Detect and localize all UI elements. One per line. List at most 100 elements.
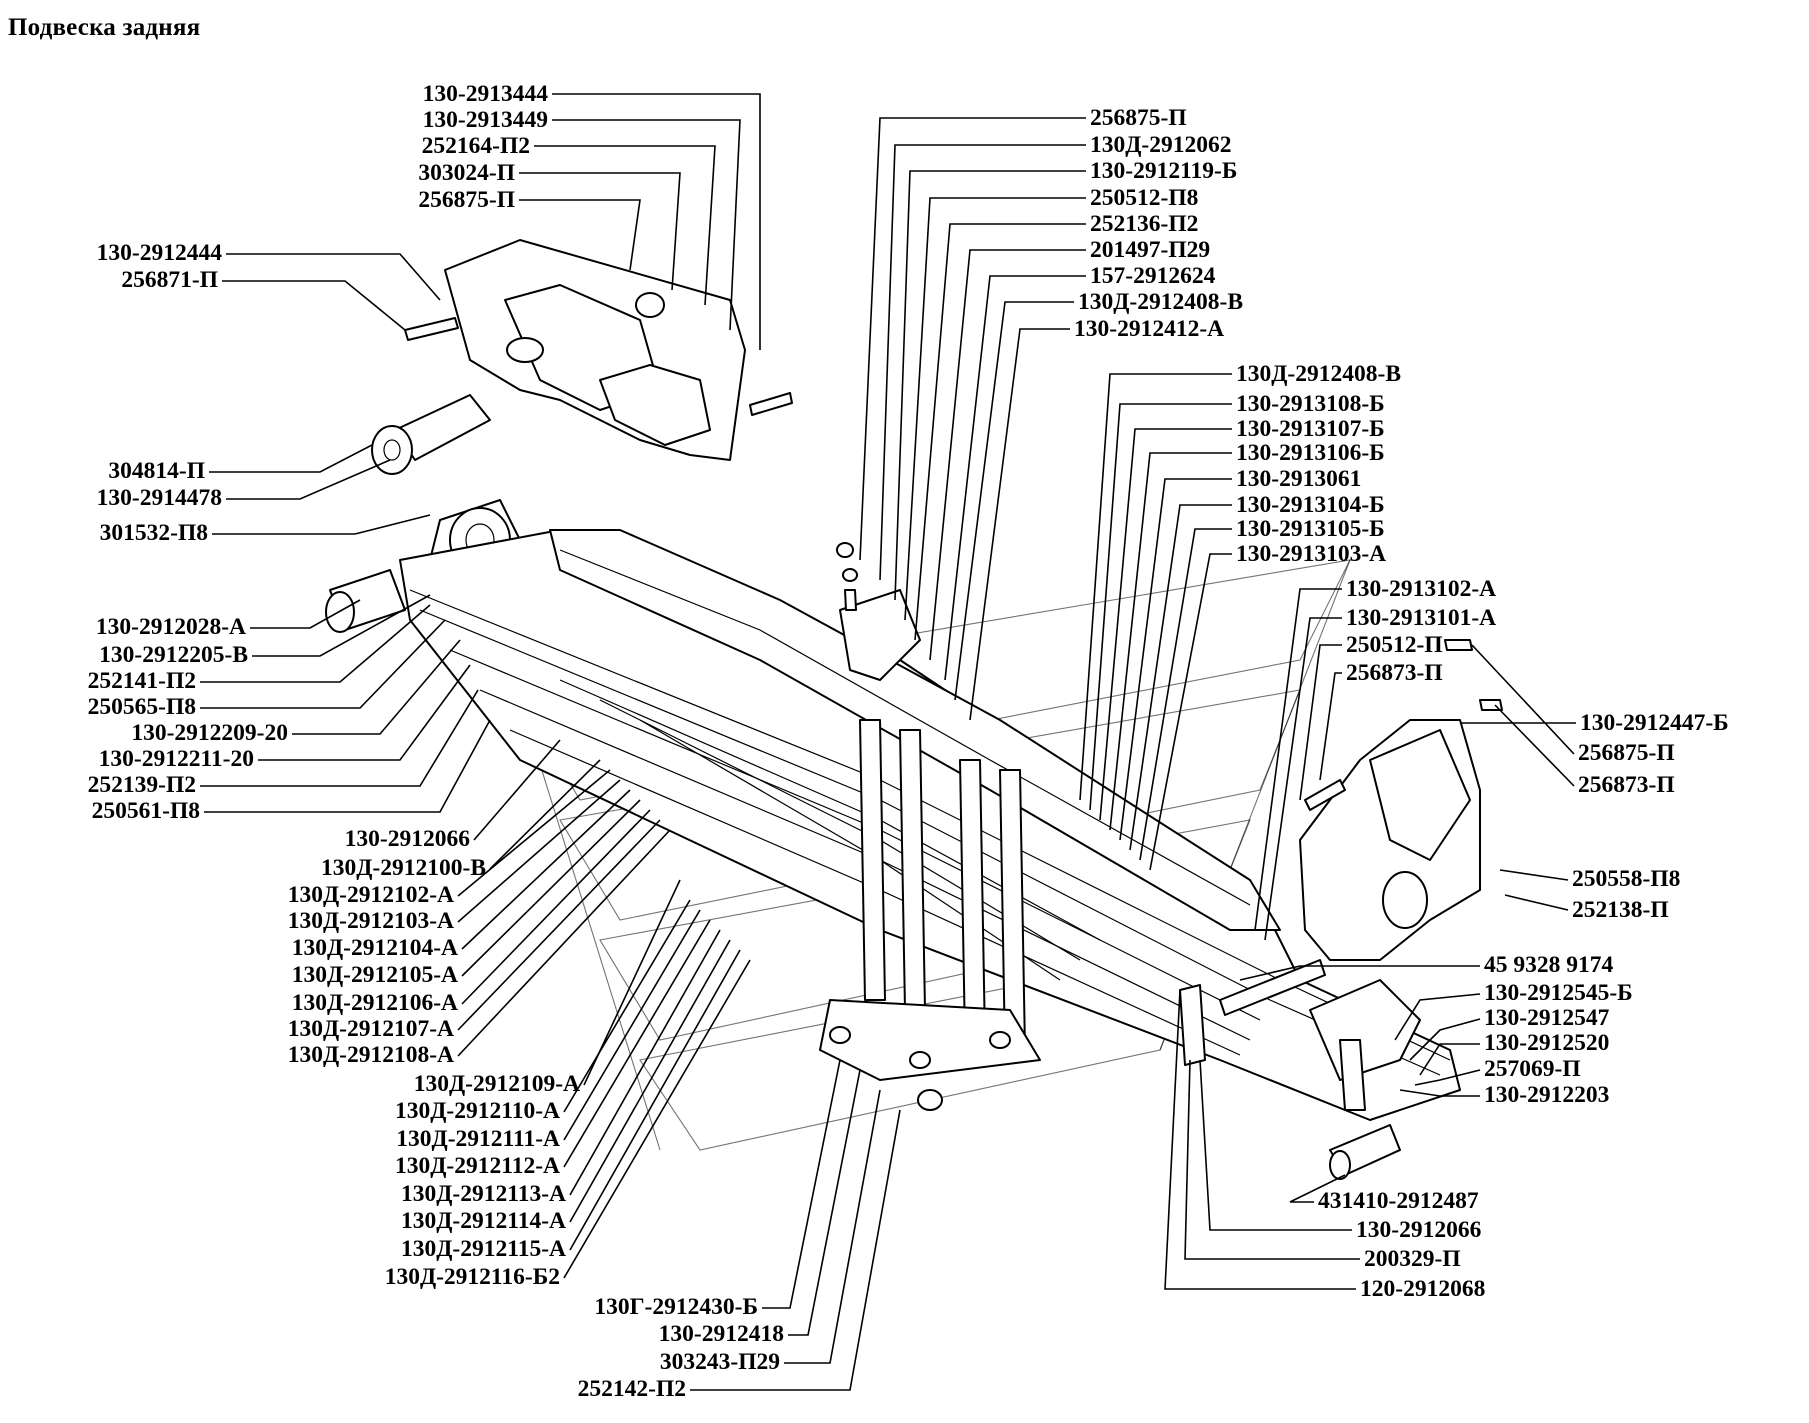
part-number-label: 250565-П8	[88, 694, 196, 720]
leader-line	[212, 514, 431, 535]
leader-line	[1394, 993, 1481, 1041]
leader-line	[1089, 403, 1232, 811]
leader-line	[1471, 644, 1575, 755]
leader-line	[784, 1089, 881, 1364]
part-number-label: 431410-2912487	[1318, 1188, 1479, 1214]
part-number-label: 45 9328 9174	[1484, 952, 1614, 978]
leader-line	[690, 1109, 901, 1391]
part-number-label: 303024-П	[418, 160, 515, 186]
part-number-label: 130-2913449	[423, 107, 548, 133]
part-number-label: 130Д-2912106-А	[292, 990, 458, 1016]
leader-line	[489, 759, 601, 870]
leader-line	[461, 799, 641, 977]
part-number-label: 130-2913102-А	[1346, 576, 1496, 602]
part-number-label: 304814-П	[108, 458, 205, 484]
part-number-label: 130-2913444	[423, 81, 549, 107]
leader-lines	[200, 93, 1576, 1391]
part-number-label: 130Д-2912107-А	[288, 1016, 454, 1042]
part-number-label: 130-2913105-Б	[1236, 516, 1385, 542]
leader-line	[1199, 1059, 1352, 1231]
part-number-label: 252139-П2	[88, 772, 196, 798]
leader-line	[461, 809, 651, 1005]
leader-line	[879, 144, 1086, 581]
leader-line	[929, 249, 1086, 661]
leader-line	[457, 819, 661, 1031]
leader-line	[457, 829, 671, 1057]
part-number-label: 256873-П	[1578, 772, 1675, 798]
rear-shackle	[1179, 959, 1421, 1180]
part-number-label: 130-2913103-А	[1236, 541, 1386, 567]
part-number-label: 130-2912545-Б	[1484, 980, 1633, 1006]
leader-line	[222, 280, 406, 331]
leader-line	[200, 689, 479, 787]
part-number-label: 130Д-2912116-Б2	[385, 1264, 560, 1290]
leader-line	[1139, 528, 1232, 861]
leader-line	[1419, 1043, 1480, 1076]
part-number-label: 252136-П2	[1090, 211, 1198, 237]
u-bolts-and-pad	[819, 719, 1041, 1111]
leader-line	[954, 301, 1074, 701]
leader-line	[563, 959, 751, 1279]
leader-line	[569, 949, 741, 1251]
part-number-label: 130-2913101-А	[1346, 605, 1496, 631]
part-number-label: 130Д-2912104-А	[292, 935, 458, 961]
part-number-label: 130-2912520	[1484, 1030, 1609, 1056]
part-number-label: 130-2912203	[1484, 1082, 1609, 1108]
part-number-label: 130-2913106-Б	[1236, 440, 1385, 466]
leader-line	[204, 719, 491, 813]
leader-line	[461, 789, 631, 950]
part-number-label: 130Д-2912408-В	[1078, 289, 1243, 315]
leader-line	[552, 119, 741, 331]
leader-line	[894, 170, 1086, 601]
leader-line	[226, 459, 391, 500]
part-number-label: 301532-П8	[100, 520, 208, 546]
leader-line	[1119, 478, 1232, 841]
leader-line	[762, 1059, 841, 1309]
leader-line	[200, 619, 446, 709]
part-number-label: 256875-П	[418, 187, 515, 213]
rear-spring-bracket	[1299, 639, 1503, 961]
part-number-label: 130Д-2912109-А	[414, 1071, 580, 1097]
part-number-label: 250512-П8	[1090, 185, 1198, 211]
part-number-label: 256873-П	[1346, 660, 1443, 686]
bump-stop	[836, 542, 921, 681]
leader-line	[1399, 1089, 1480, 1097]
leader-line	[552, 93, 761, 350]
leader-line	[969, 328, 1070, 721]
leader-line	[519, 172, 681, 291]
leader-line	[569, 939, 731, 1223]
part-number-label: 130-2913107-Б	[1236, 416, 1385, 442]
part-number-label: 257069-П	[1484, 1056, 1581, 1082]
leader-line	[563, 909, 701, 1141]
part-number-label: 303243-П29	[660, 1349, 780, 1375]
leader-line	[252, 594, 431, 657]
leader-line	[563, 919, 711, 1168]
leader-line	[1499, 869, 1569, 881]
leader-line	[788, 1069, 861, 1336]
leader-line	[1079, 373, 1232, 801]
part-number-label: 130-2912412-А	[1074, 316, 1224, 342]
leader-line	[1414, 1069, 1481, 1086]
leader-line	[292, 639, 461, 735]
leader-line	[226, 253, 441, 301]
part-number-label: 130Д-2912112-А	[395, 1153, 560, 1179]
callout-labels: 130-2913444130-2913449252164-П2303024-П2…	[88, 81, 1729, 1402]
diagram-title: Подвеска задняя	[8, 14, 201, 41]
part-number-label: 252164-П2	[422, 133, 530, 159]
front-spring-bracket	[371, 239, 793, 475]
leader-line	[1319, 672, 1342, 781]
leader-line	[1254, 588, 1342, 931]
leader-line	[563, 899, 691, 1113]
part-number-label: 130Д-2912100-В	[321, 855, 486, 881]
leader-line	[944, 275, 1086, 681]
part-number-label: 130Д-2912114-А	[401, 1208, 566, 1234]
leader-line	[457, 769, 611, 897]
part-number-label: 130-2912211-20	[99, 746, 254, 772]
part-number-label: 130-2912028-А	[96, 614, 246, 640]
part-number-label: 130-2913061	[1236, 466, 1361, 492]
part-number-label: 120-2912068	[1360, 1276, 1485, 1302]
leader-line	[1289, 1174, 1346, 1203]
part-number-label: 130-2912209-20	[131, 720, 288, 746]
